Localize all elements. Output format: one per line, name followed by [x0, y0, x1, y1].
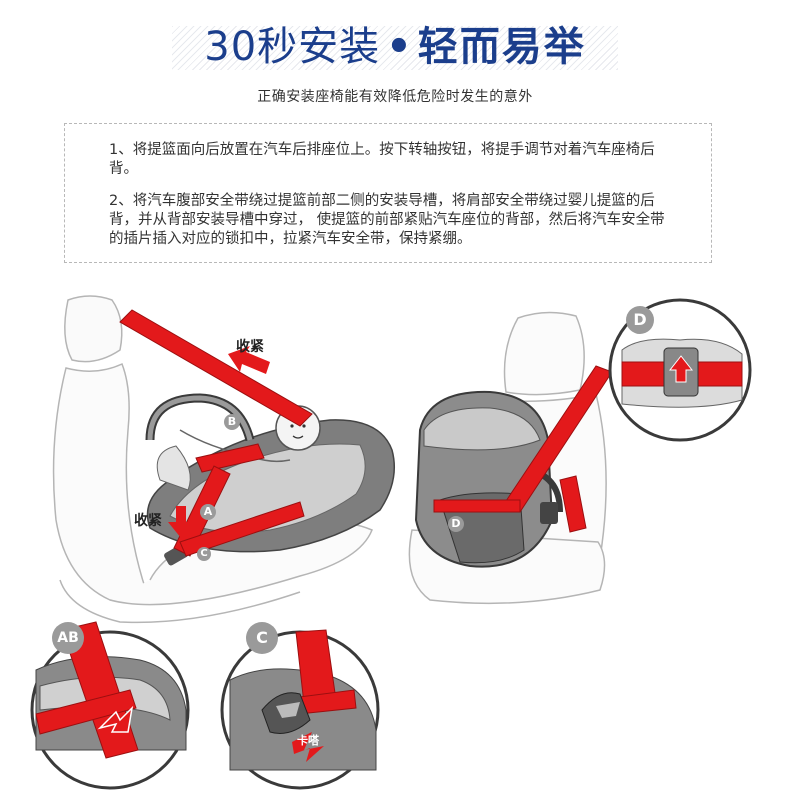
click-label: 卡嗒: [297, 734, 319, 747]
marker-a: A: [203, 505, 213, 518]
illustration-svg: [30, 295, 752, 790]
instruction-step-2: 2、将汽车腹部安全带绕过提篮前部二侧的安装导槽，将肩部安全带绕过婴儿提篮的后背，…: [109, 193, 665, 247]
title-bold-part: 轻而易举: [417, 24, 586, 70]
page-title: 30秒安装•轻而易举: [0, 22, 790, 72]
page-subtitle: 正确安装座椅能有效降低危险时发生的意外: [257, 89, 533, 105]
instruction-box: 1、将提篮面向后放置在汽车后排座位上。按下转轴按钮，将提手调节对着汽车座椅后背。…: [64, 123, 712, 263]
instruction-step-1: 1、将提篮面向后放置在汽车后排座位上。按下转轴按钮，将提手调节对着汽车座椅后背。: [109, 142, 655, 177]
marker-d: D: [451, 517, 461, 530]
seat-belt-middle: [433, 365, 613, 533]
marker-b: B: [227, 415, 237, 428]
tighten-label-bottom: 收紧: [134, 513, 162, 529]
seat-belt-left: [119, 309, 313, 557]
title-area: 30秒安装•轻而易举: [0, 18, 790, 78]
title-stripe-decoration: [172, 26, 618, 70]
installation-illustration: 收紧 收紧 B A C D D AB C 卡嗒: [0, 280, 790, 807]
detail-circle-d: [608, 298, 752, 442]
detail-ab-badge: AB: [57, 630, 79, 646]
detail-circle-ab: [30, 621, 190, 790]
marker-d-middle: [448, 516, 464, 532]
marker-circles-left: [197, 414, 240, 561]
title-dot: •: [386, 24, 412, 70]
title-light-part: 30秒安装: [204, 24, 381, 70]
detail-d-badge: D: [633, 310, 647, 329]
detail-c-badge: C: [256, 628, 268, 647]
tighten-arrow-bottom: [168, 506, 194, 538]
detail-circle-c: [220, 622, 380, 790]
marker-c: C: [200, 548, 208, 559]
tighten-label-top: 收紧: [236, 339, 264, 355]
tighten-arrow-top: [228, 346, 270, 374]
